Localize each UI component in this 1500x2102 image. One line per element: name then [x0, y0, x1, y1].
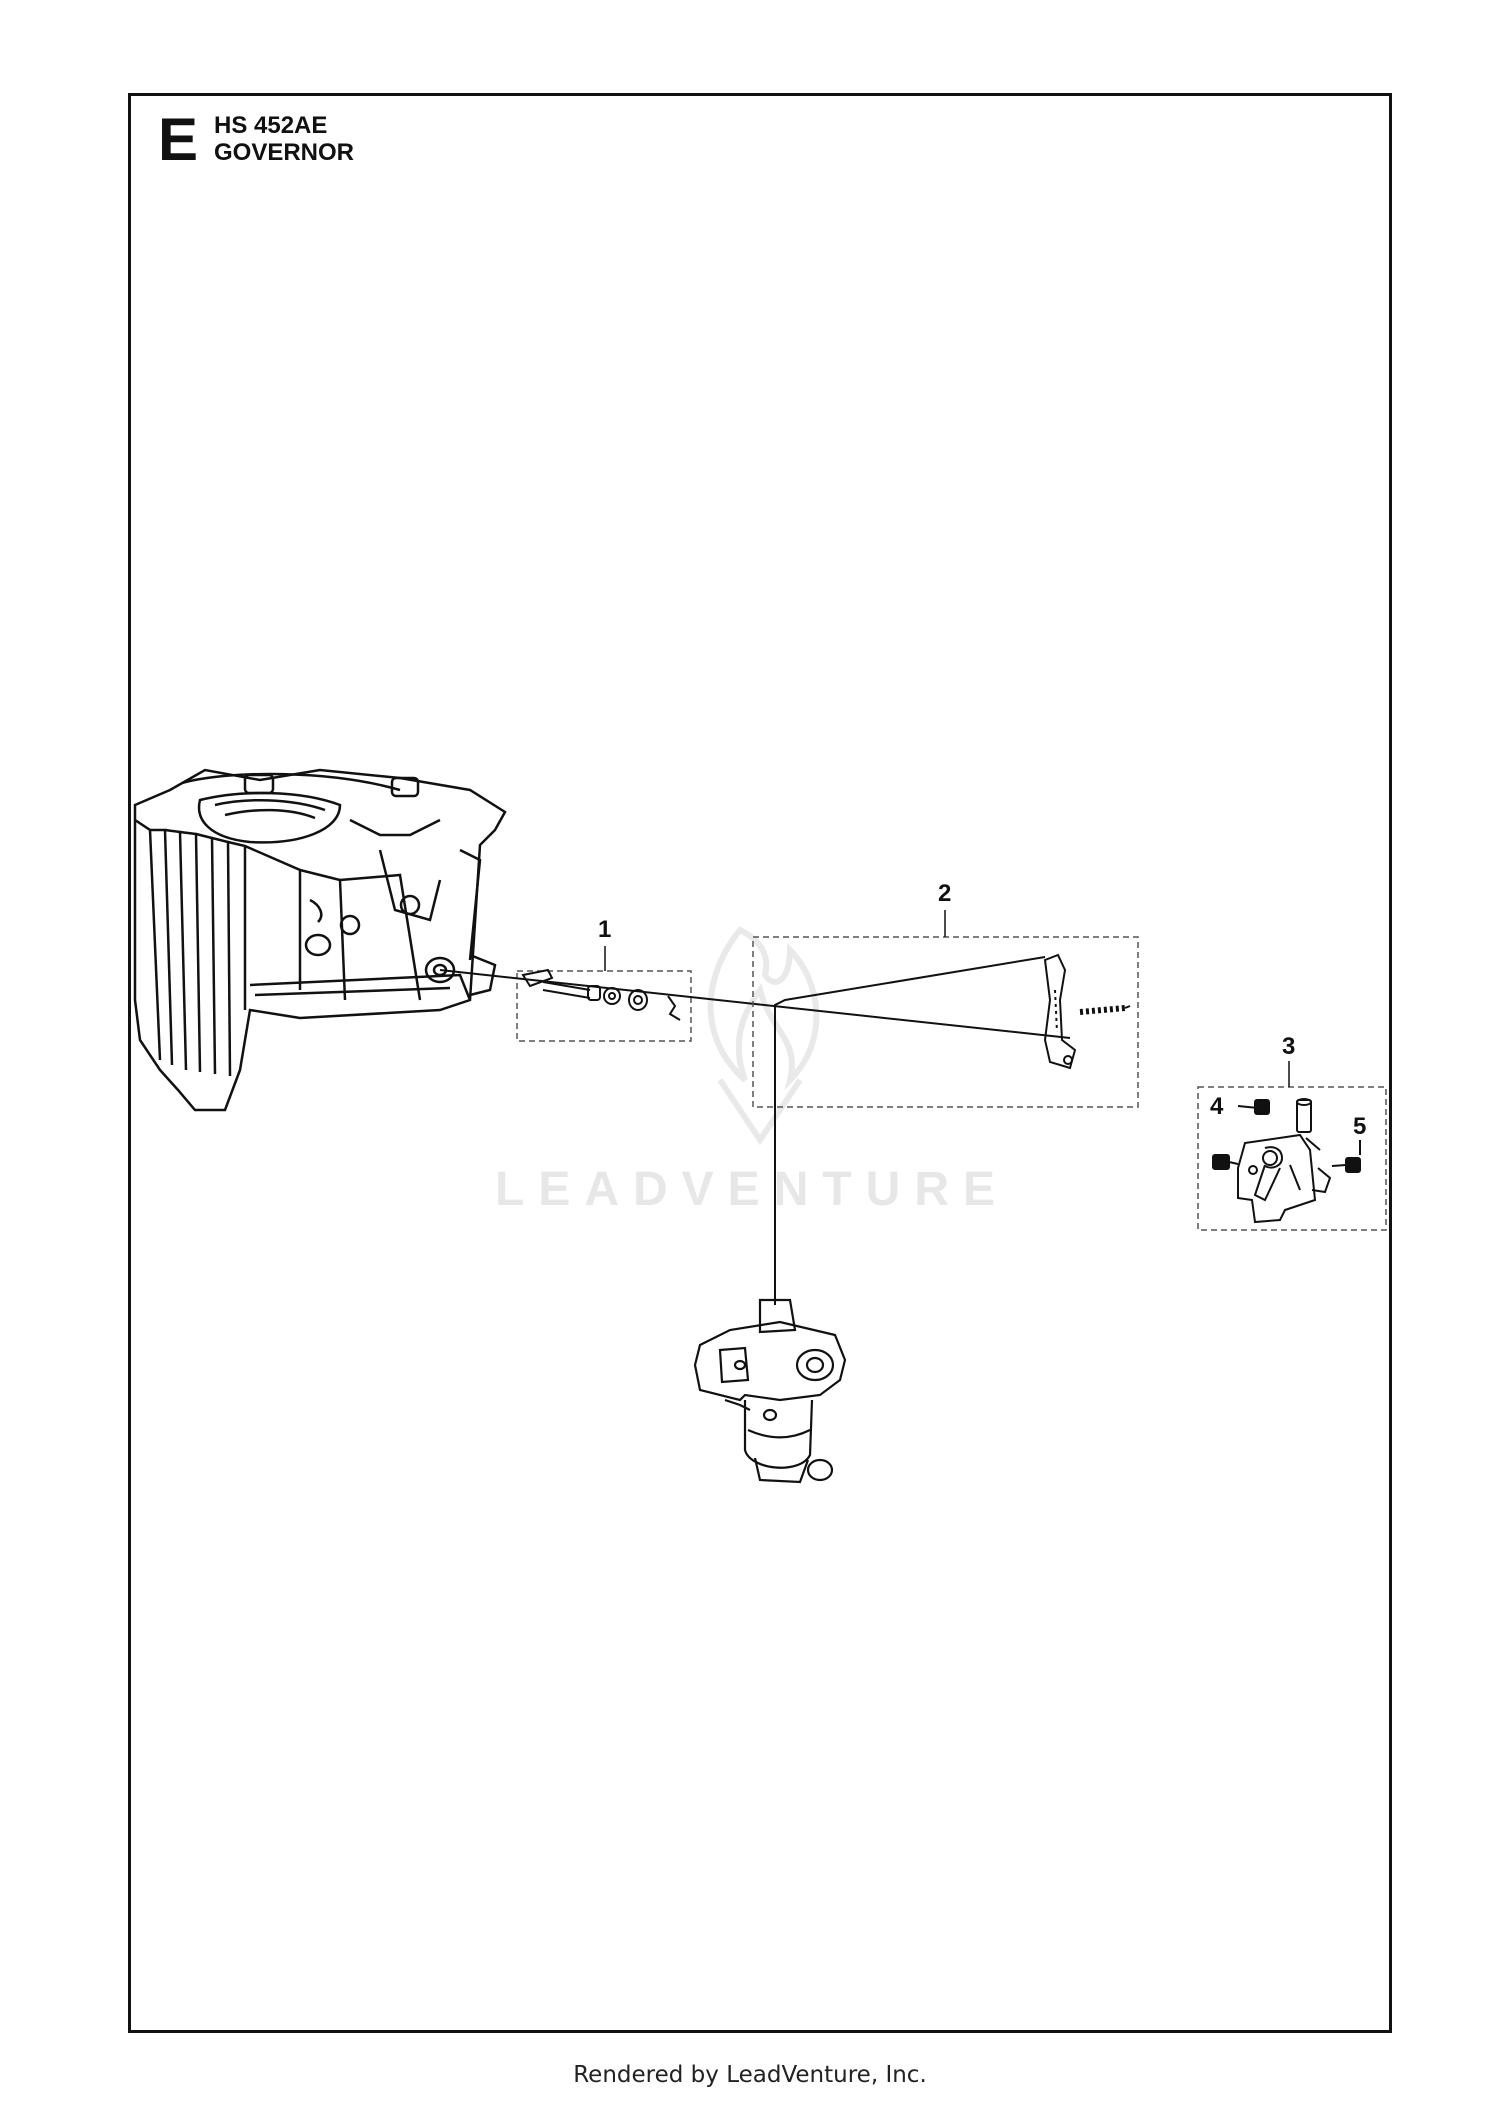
governor-rod	[439, 969, 1071, 1039]
callout-1-group	[516, 946, 692, 1042]
governor-spring	[1079, 1005, 1126, 1015]
model-name: HS 452AE	[214, 112, 328, 139]
watermark-text: LEADVENTURE	[495, 1163, 1010, 1216]
bolt-5	[1331, 1140, 1361, 1173]
callout-number-5: 5	[1353, 1113, 1367, 1140]
callout-number-4: 4	[1210, 1093, 1224, 1120]
group-box-1	[516, 970, 692, 1042]
group-box-2	[752, 936, 1139, 1108]
governor-shaft	[521, 968, 681, 1021]
engine-block	[133, 768, 507, 1112]
diagram-title-block: HS 452AE GOVERNOR	[214, 112, 354, 166]
group-box-3	[1197, 1086, 1387, 1231]
watermark-logo	[707, 926, 820, 1146]
callout-number-2: 2	[938, 880, 952, 907]
governor-lever	[1043, 953, 1077, 1070]
diagram-frame	[128, 93, 1392, 2033]
callout-number-1: 1	[598, 916, 612, 943]
footer-credit: Rendered by LeadVenture, Inc.	[573, 2062, 927, 2088]
callout-3-group	[1197, 1061, 1387, 1231]
callout-2-group	[752, 910, 1139, 1108]
section-letter: E	[158, 106, 199, 173]
bolt-4	[1212, 1099, 1270, 1170]
section-title: GOVERNOR	[214, 139, 355, 166]
callout-number-3: 3	[1282, 1033, 1296, 1060]
carburetor	[693, 1298, 847, 1484]
control-bracket	[1237, 1098, 1332, 1224]
throttle-rod	[774, 956, 1046, 1305]
